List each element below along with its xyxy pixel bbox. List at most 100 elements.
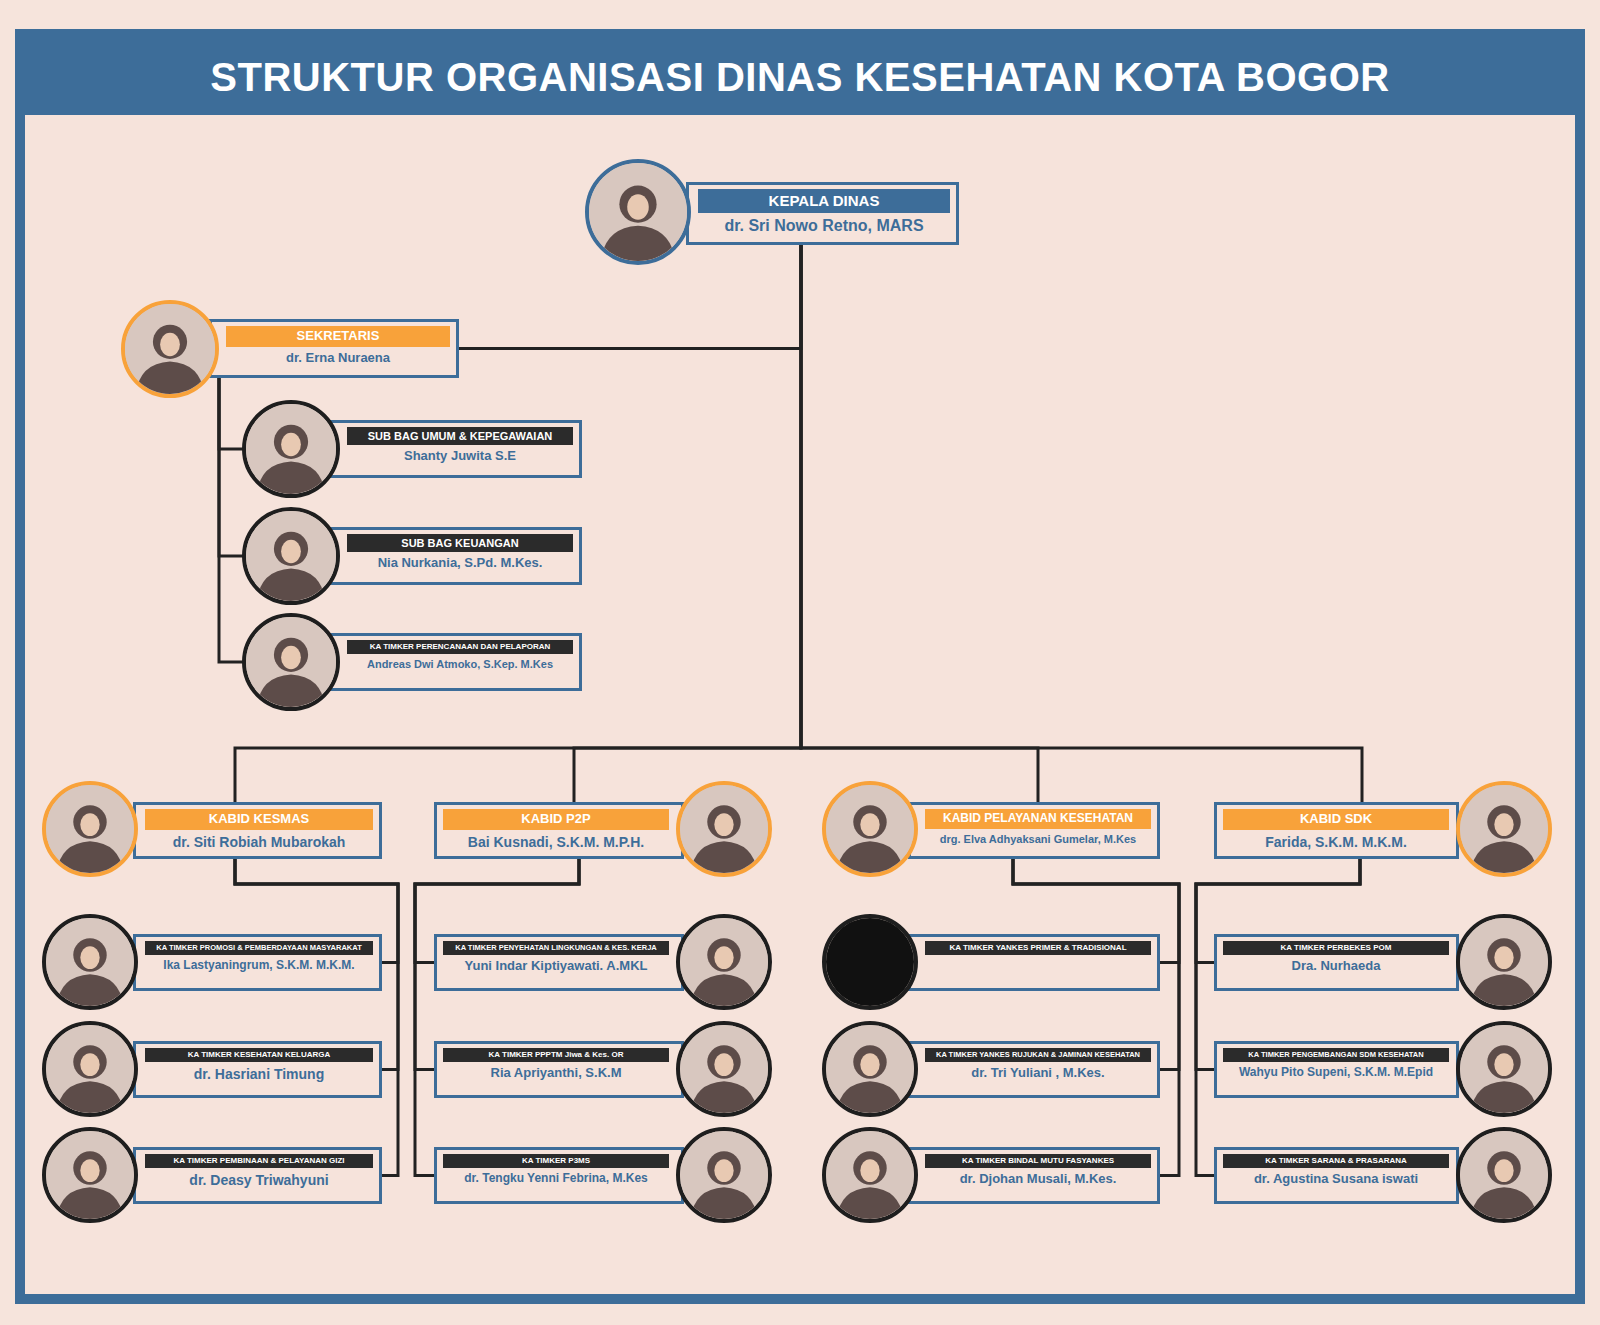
position-title: KABID PELAYANAN KESEHATAN	[925, 809, 1151, 829]
photo-circle	[822, 1021, 918, 1117]
photo-circle	[676, 781, 772, 877]
photo-circle	[585, 159, 691, 265]
person-name: dr. Erna Nuraena	[226, 350, 450, 367]
photo-placeholder	[246, 404, 336, 494]
person-name: Wahyu Pito Supeni, S.K.M. M.Epid	[1223, 1065, 1449, 1081]
org-box: KA TIMKER BINDAL MUTU FASYANKESdr. Djoha…	[908, 1147, 1160, 1204]
person-name: Ika Lastyaningrum, S.K.M. M.K.M.	[145, 958, 373, 974]
org-box: KA TIMKER SARANA & PRASARANA dr. Agustina…	[1214, 1147, 1459, 1204]
org-box: KA TIMKER PROMOSI & PEMBERDAYAAN MASYARA…	[133, 934, 382, 991]
photo-circle	[822, 1127, 918, 1223]
person-name: dr. Sri Nowo Retno, MARS	[698, 216, 950, 237]
org-connector	[801, 245, 1038, 802]
photo-placeholder	[826, 785, 914, 873]
person-name: Bai Kusnadi, S.K.M. M.P.H.	[443, 833, 669, 851]
position-title: KA TIMKER PERENCANAAN DAN PELAPORAN	[347, 640, 573, 654]
position-title: SUB BAG UMUM & KEPEGAWAIAN	[347, 427, 573, 445]
position-title: KABID P2P	[443, 809, 669, 830]
person-name: dr. Siti Robiah Mubarokah	[145, 833, 373, 851]
person-name: Yuni Indar Kiptiyawati. A.MKL	[443, 958, 669, 975]
position-title: KABID KESMAS	[145, 809, 373, 830]
position-title: KA TIMKER PPPTM Jiwa & Kes. OR	[443, 1048, 669, 1062]
photo-placeholder	[826, 1025, 914, 1113]
person-name: Dra. Nurhaeda	[1223, 958, 1449, 975]
photo-circle	[1456, 914, 1552, 1010]
org-connector	[415, 859, 579, 1176]
photo-circle	[242, 613, 340, 711]
photo-circle	[42, 781, 138, 877]
photo-placeholder	[46, 785, 134, 873]
org-box: KABID SDK Farida, S.K.M. M.K.M.	[1214, 802, 1459, 859]
position-title: KABID SDK	[1223, 809, 1449, 830]
person-name: dr. Djohan Musali, M.Kes.	[925, 1171, 1151, 1188]
photo-placeholder	[46, 918, 134, 1006]
photo-circle	[1456, 1127, 1552, 1223]
photo-circle	[676, 1127, 772, 1223]
org-box: KA TIMKER PEMBINAAN & PELAYANAN GIZI dr. …	[133, 1147, 382, 1204]
org-connector	[235, 859, 398, 1176]
person-name: dr. Agustina Susana iswati	[1223, 1171, 1449, 1188]
photo-circle	[121, 300, 219, 398]
position-title: KA TIMKER P3MS	[443, 1154, 669, 1168]
org-box: KA TIMKER YANKES PRIMER & TRADISIONAL	[908, 934, 1160, 991]
photo-circle	[822, 781, 918, 877]
position-title: KEPALA DINAS	[698, 189, 950, 213]
title-text: STRUKTUR ORGANISASI DINAS KESEHATAN KOTA…	[210, 55, 1389, 100]
photo-placeholder	[589, 163, 687, 261]
org-box: KA TIMKER P3MS dr. Tengku Yenni Febrina, …	[434, 1147, 684, 1204]
person-name: Andreas Dwi Atmoko, S.Kep. M.Kes	[347, 657, 573, 671]
person-name: dr. Tri Yuliani , M.Kes.	[925, 1065, 1151, 1082]
photo-circle	[242, 400, 340, 498]
position-title: KA TIMKER SARANA & PRASARANA	[1223, 1154, 1449, 1168]
photo-placeholder	[246, 511, 336, 601]
person-name: dr. Tengku Yenni Febrina, M.Kes	[443, 1171, 669, 1187]
org-box: SEKRETARIS dr. Erna Nuraena	[209, 319, 459, 378]
photo-placeholder	[1460, 1131, 1548, 1219]
photo-circle	[1456, 781, 1552, 877]
photo-circle	[1456, 1021, 1552, 1117]
photo-placeholder	[680, 918, 768, 1006]
org-box: KABID PELAYANAN KESEHATAN drg. Elva Adhya…	[908, 802, 1160, 859]
position-title: KA TIMKER PERBEKES POM	[1223, 941, 1449, 955]
org-box: KA TIMKER PERENCANAAN DAN PELAPORAN Andre…	[327, 633, 582, 691]
position-title: SUB BAG KEUANGAN	[347, 534, 573, 552]
org-box: KA TIMKER PPPTM Jiwa & Kes. OR Ria Apriya…	[434, 1041, 684, 1098]
org-box: KEPALA DINAS dr. Sri Nowo Retno, MARS	[686, 182, 959, 245]
person-name: Ria Apriyanthi, S.K.M	[443, 1065, 669, 1082]
org-box: KA TIMKER PENGEMBANGAN SDM KESEHATANWahy…	[1214, 1041, 1459, 1098]
position-title: KA TIMKER YANKES RUJUKAN & JAMINAN KESEH…	[925, 1048, 1151, 1062]
org-box: KABID P2P Bai Kusnadi, S.K.M. M.P.H.	[434, 802, 684, 859]
person-name: drg. Elva Adhyaksani Gumelar, M.Kes	[925, 832, 1151, 846]
photo-circle	[42, 914, 138, 1010]
person-name: dr. Hasriani Timung	[145, 1065, 373, 1083]
person-name: dr. Deasy Triwahyuni	[145, 1171, 373, 1189]
photo-placeholder	[46, 1131, 134, 1219]
org-box: KABID KESMAS dr. Siti Robiah Mubarokah	[133, 802, 382, 859]
person-name: Nia Nurkania, S.Pd. M.Kes.	[347, 555, 573, 572]
person-name: Farida, S.K.M. M.K.M.	[1223, 833, 1449, 851]
photo-placeholder	[826, 918, 914, 1006]
org-box: KA TIMKER KESEHATAN KELUARGA dr. Hasriani…	[133, 1041, 382, 1098]
photo-circle	[822, 914, 918, 1010]
photo-placeholder	[1460, 918, 1548, 1006]
photo-circle	[42, 1127, 138, 1223]
photo-placeholder	[680, 1131, 768, 1219]
position-title: KA TIMKER KESEHATAN KELUARGA	[145, 1048, 373, 1062]
photo-placeholder	[46, 1025, 134, 1113]
photo-circle	[676, 1021, 772, 1117]
photo-circle	[242, 507, 340, 605]
org-connector	[1013, 859, 1179, 1176]
org-box: KA TIMKER PENYEHATAN LINGKUNGAN & KES. K…	[434, 934, 684, 991]
org-connector	[1196, 859, 1360, 1176]
position-title: KA TIMKER PROMOSI & PEMBERDAYAAN MASYARA…	[145, 941, 373, 955]
position-title: SEKRETARIS	[226, 326, 450, 347]
photo-circle	[676, 914, 772, 1010]
photo-placeholder	[1460, 1025, 1548, 1113]
org-box: KA TIMKER YANKES RUJUKAN & JAMINAN KESEH…	[908, 1041, 1160, 1098]
org-box: SUB BAG UMUM & KEPEGAWAIAN Shanty Juwita …	[327, 420, 582, 478]
position-title: KA TIMKER PEMBINAAN & PELAYANAN GIZI	[145, 1154, 373, 1168]
person-name: Shanty Juwita S.E	[347, 448, 573, 465]
org-box: KA TIMKER PERBEKES POM Dra. Nurhaeda	[1214, 934, 1459, 991]
position-title: KA TIMKER YANKES PRIMER & TRADISIONAL	[925, 941, 1151, 955]
